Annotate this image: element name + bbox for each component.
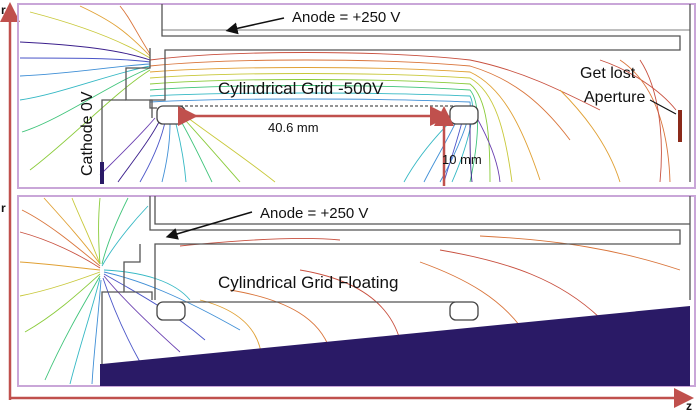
- top-grid-label: Cylindrical Grid -500V: [218, 79, 384, 98]
- top-contour-fan-l6: [185, 120, 241, 183]
- top-contour-right-1: [599, 59, 677, 111]
- top-contour-left-7: [29, 11, 151, 59]
- top-contour-mid-5: [149, 79, 491, 183]
- top-contour-mid-2: [149, 59, 571, 141]
- bottom-contour-8: [19, 261, 101, 271]
- top-contour-mid-7: [149, 92, 473, 183]
- bottom-contour-4: [71, 197, 101, 265]
- bottom-contour-15: [103, 275, 181, 353]
- top-contour-fan-l1: [117, 119, 161, 183]
- bottom-grid-ring-left: [156, 301, 186, 321]
- top-contour-fan-l5: [181, 122, 213, 183]
- top-contour-fan-r5: [477, 119, 501, 183]
- bottom-contour-d7: [179, 237, 341, 247]
- bottom-panel: Anode = +250 V Cylindrical Grid Floating: [17, 195, 696, 387]
- bottom-contour-7: [101, 205, 149, 267]
- bottom-grid-label: Cylindrical Grid Floating: [218, 273, 398, 292]
- top-contour-fan-r3: [423, 121, 457, 183]
- bottom-contour-9: [19, 271, 101, 297]
- top-contour-left-1: [19, 41, 151, 61]
- top-panel-border: [17, 3, 696, 189]
- bottom-equipotential-lines: [19, 197, 681, 385]
- bottom-contour-d4: [419, 261, 521, 327]
- top-radius-dimension-label: 10 mm: [442, 152, 482, 167]
- bottom-cathode-tip: [100, 364, 104, 386]
- top-contour-fan-l8: [99, 117, 156, 176]
- bottom-contour-6: [101, 197, 129, 265]
- bottom-contour-1: [19, 231, 101, 269]
- z-axis-label: z: [686, 399, 692, 411]
- top-grid-ring-right: [449, 105, 479, 125]
- bottom-contour-13: [91, 279, 102, 385]
- top-aperture-electrode: [678, 110, 682, 142]
- bottom-anode-label: Anode = +250 V: [260, 205, 368, 222]
- top-cathode-label: Cathode 0V: [79, 91, 96, 176]
- top-cathode-electrode: [101, 48, 153, 182]
- top-contour-mid-4: [149, 73, 513, 183]
- top-contour-fan-l3: [161, 123, 171, 183]
- top-contour-left-4: [19, 65, 151, 101]
- r-axis-label: r: [1, 3, 6, 17]
- bottom-contour-16: [103, 273, 206, 341]
- top-contour-fan-l2: [139, 121, 166, 183]
- top-aperture-pointer-arrow: [649, 99, 677, 115]
- top-grid-ring-left: [156, 105, 186, 125]
- top-contour-mid-6: [149, 85, 478, 183]
- top-contour-mid-8: [149, 98, 471, 183]
- bottom-beam-region: [102, 306, 690, 386]
- bottom-contour-d5: [439, 249, 601, 319]
- bottom-contour-12: [69, 277, 101, 385]
- bottom-contour-17: [103, 271, 241, 331]
- bottom-contour-d6: [479, 235, 681, 271]
- bottom-grid-ring-right: [449, 301, 479, 321]
- top-contour-left-8: [79, 5, 151, 57]
- bottom-cylindrical-grid: [156, 301, 479, 321]
- top-contour-fan-r1: [469, 121, 473, 183]
- top-anode-pointer-arrow: [225, 17, 285, 35]
- top-contour-right-3: [639, 59, 662, 183]
- top-contour-right-2: [619, 59, 671, 183]
- top-anode-label: Anode = +250 V: [292, 9, 400, 26]
- bottom-contour-3: [43, 197, 101, 265]
- bottom-contour-11: [44, 275, 101, 381]
- top-contour-mid-3: [149, 67, 541, 181]
- top-anode: [149, 4, 691, 182]
- top-length-dimension-label: 40.6 mm: [268, 120, 319, 135]
- bottom-contour-10: [24, 273, 101, 333]
- bottom-anode: [149, 196, 691, 300]
- bottom-cathode-electrode: [101, 244, 153, 384]
- bottom-contour-d3: [299, 269, 401, 341]
- top-contour-left-9: [119, 5, 151, 55]
- top-contour-left-5: [21, 67, 151, 133]
- top-aperture-label-line1: Get lost: [580, 65, 636, 82]
- top-panel: Anode = +250 V Cylindrical Grid -500V Ca…: [17, 3, 696, 189]
- bottom-contour-2: [21, 209, 101, 267]
- top-contour-fan-l4: [175, 123, 187, 183]
- top-contour-right-4: [559, 89, 621, 183]
- bottom-anode-pointer-arrow: [165, 211, 253, 240]
- bottom-contour-14: [102, 277, 141, 363]
- top-contour-left-2: [19, 57, 151, 63]
- bottom-contour-5: [98, 197, 101, 265]
- bottom-contour-18: [103, 269, 191, 301]
- top-contour-left-3: [19, 63, 151, 77]
- top-contour-mid-1: [149, 52, 601, 111]
- top-equipotential-lines: [19, 5, 677, 183]
- top-cathode-tip: [100, 162, 104, 184]
- top-contour-left-6: [29, 69, 151, 171]
- top-aperture-label-line2: Aperture: [584, 89, 645, 106]
- r-axis-label-bottom: r: [1, 201, 6, 215]
- bottom-contour-d2: [229, 289, 331, 351]
